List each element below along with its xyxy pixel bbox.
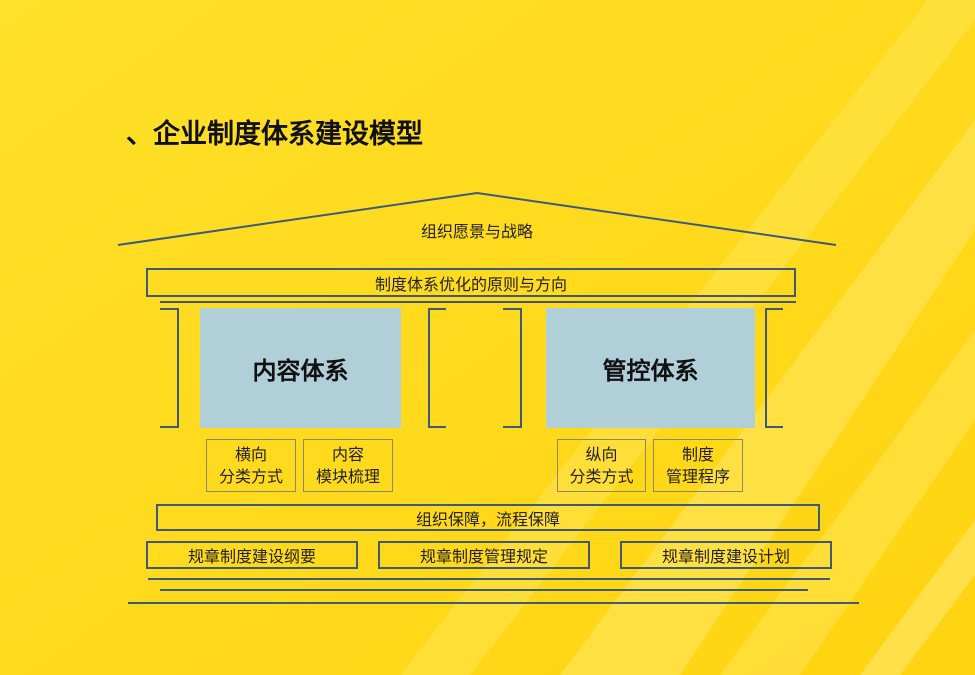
control-system-panel: 管控体系 — [546, 308, 755, 428]
beam-box: 制度体系优化的原则与方向 — [146, 268, 796, 297]
subbox-management-procedure: 制度 管理程序 — [653, 439, 743, 492]
foundation-item-plan: 规章制度建设计划 — [620, 541, 832, 569]
content-system-panel: 内容体系 — [200, 308, 401, 428]
base-line-3 — [128, 602, 859, 604]
control-system-label: 管控体系 — [602, 356, 699, 385]
subbox-line: 内容 — [331, 444, 364, 464]
beam-label: 制度体系优化的原则与方向 — [374, 274, 567, 294]
subbox-vertical-classification: 纵向 分类方式 — [557, 439, 646, 492]
subbox-line: 管理程序 — [665, 466, 730, 486]
bracket-right-outer — [765, 308, 783, 428]
support-box: 组织保障，流程保障 — [156, 504, 820, 531]
bracket-mid-right — [503, 308, 522, 428]
subbox-line: 模块梳理 — [315, 466, 380, 486]
base-line-1 — [148, 578, 830, 580]
base-line-2 — [160, 589, 808, 591]
roof-label: 组织愿景与战略 — [420, 222, 533, 241]
foundation-item-label: 规章制度管理规定 — [419, 547, 548, 566]
subbox-line: 制度 — [681, 444, 714, 464]
subbox-line: 纵向 — [585, 444, 618, 464]
subbox-horizontal-classification: 横向 分类方式 — [206, 439, 296, 492]
beam-underline — [160, 301, 796, 303]
foundation-item-outline: 规章制度建设纲要 — [146, 541, 358, 569]
bracket-mid-left — [428, 308, 446, 428]
subbox-line: 分类方式 — [569, 466, 634, 486]
support-label: 组织保障，流程保障 — [415, 509, 560, 529]
foundation-item-label: 规章制度建设纲要 — [187, 547, 316, 566]
subbox-content-modules: 内容 模块梳理 — [303, 439, 393, 492]
content-system-label: 内容体系 — [252, 356, 349, 385]
subbox-line: 横向 — [234, 444, 267, 464]
foundation-item-regulation: 规章制度管理规定 — [378, 541, 590, 569]
subbox-line: 分类方式 — [218, 466, 283, 486]
page-title: 、企业制度体系建设模型 — [126, 119, 423, 150]
foundation-item-label: 规章制度建设计划 — [661, 547, 790, 566]
bracket-left-outer — [160, 308, 179, 428]
